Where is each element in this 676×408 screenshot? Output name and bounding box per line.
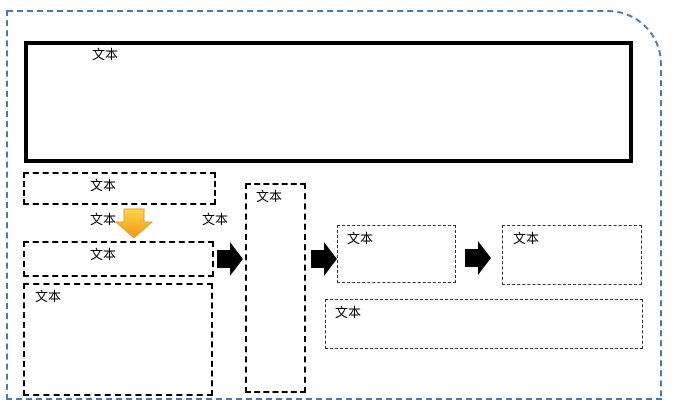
top-box bbox=[24, 41, 633, 163]
left-small-box bbox=[23, 172, 216, 205]
left-bottom-box-label: 文本 bbox=[35, 290, 62, 305]
tall-box-label: 文本 bbox=[256, 190, 283, 205]
label-right: 文本 bbox=[202, 213, 229, 228]
left-mid-box bbox=[23, 241, 214, 277]
left-mid-box-label: 文本 bbox=[90, 248, 117, 263]
right-arrow-icon bbox=[217, 242, 243, 276]
outer-dashed-frame bbox=[6, 10, 662, 400]
down-arrow-icon bbox=[114, 208, 154, 239]
wide-bottom-box bbox=[325, 299, 643, 349]
mid-box bbox=[337, 225, 456, 283]
right-box-label: 文本 bbox=[513, 232, 540, 247]
mid-box-label: 文本 bbox=[347, 232, 374, 247]
label-left: 文本 bbox=[90, 213, 117, 228]
right-box bbox=[502, 225, 642, 285]
wide-bottom-box-label: 文本 bbox=[335, 306, 362, 321]
right-arrow-icon bbox=[465, 241, 491, 275]
top-box-label: 文本 bbox=[92, 48, 119, 63]
tall-box bbox=[245, 183, 306, 393]
left-small-box-label: 文本 bbox=[90, 179, 117, 194]
left-bottom-box bbox=[23, 283, 213, 396]
right-arrow-icon bbox=[311, 242, 337, 276]
